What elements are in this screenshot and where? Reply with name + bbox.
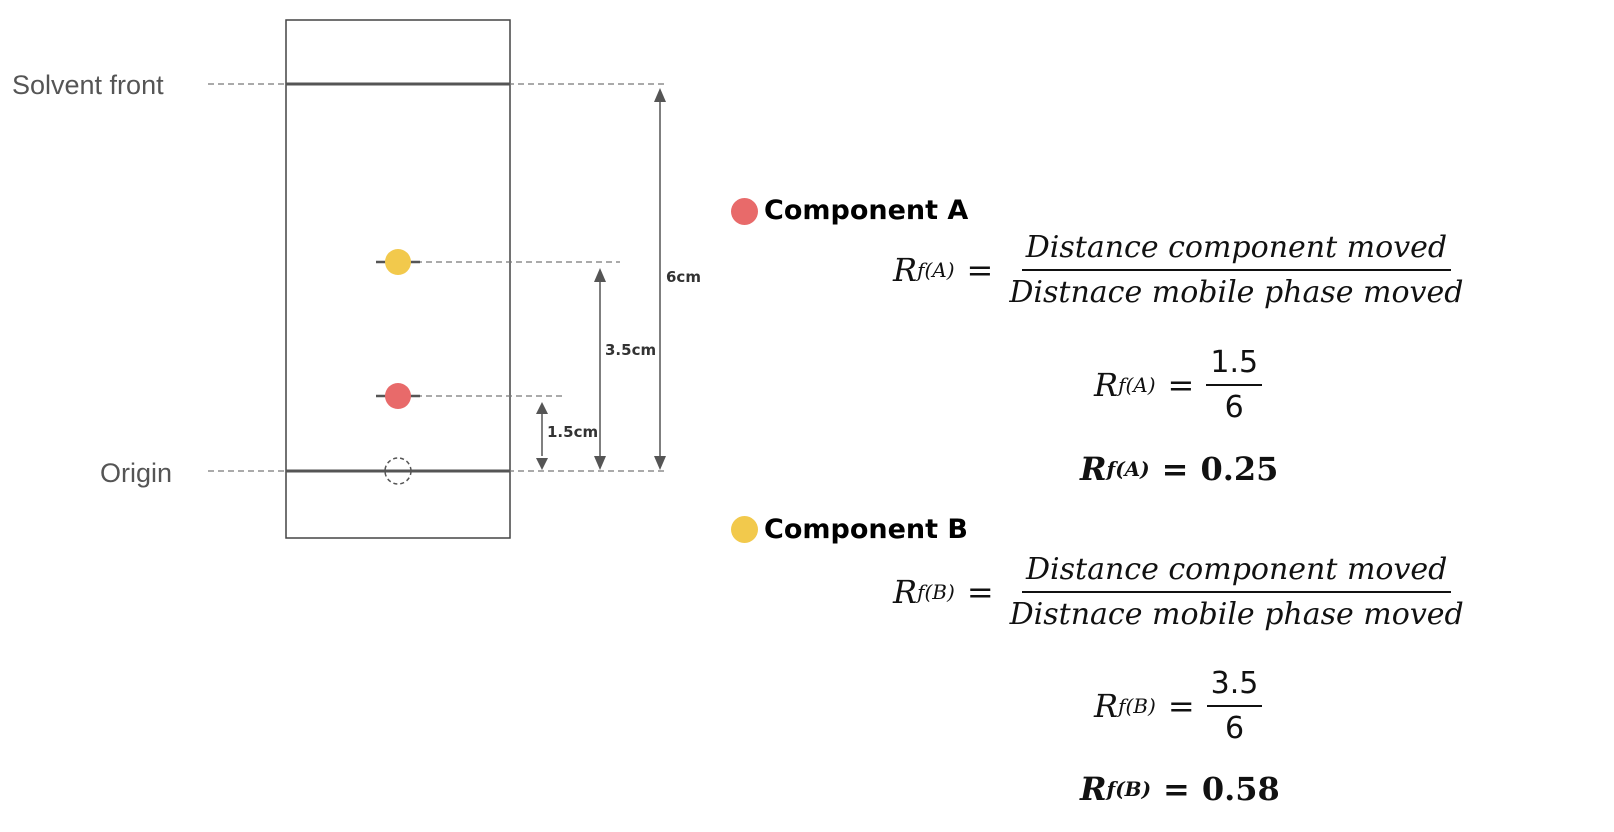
rf-subscript: f(B) [917,580,955,604]
tlc-plate-diagram: Solvent front Origin 1.5cm 3.5cm 6cm [12,19,701,539]
rf-definition-fraction: Distance component moved Distnace mobile… [1005,230,1467,310]
rf-subscript: f(A) [1106,457,1150,481]
equals-sign: = [966,573,994,611]
origin-label: Origin [100,458,172,488]
rf-symbol: R [893,573,918,611]
rf-value-fraction: 1.5 6 [1206,345,1263,425]
rf-subscript: f(B) [1118,694,1156,718]
equals-sign: = [1163,770,1190,808]
fraction-numerator: Distance component moved [1021,230,1452,271]
rf-result-value: 0.58 [1201,770,1280,808]
rf-symbol: R [1094,366,1119,404]
distance-label-a: 1.5cm [547,423,598,441]
equals-sign: = [1167,687,1195,725]
equals-sign: = [1161,450,1189,488]
component-b-legend-dot [731,516,758,543]
component-a-title: Component A [764,195,969,226]
fraction-denominator: 6 [1224,711,1245,746]
component-a-legend-dot [731,198,758,225]
tlc-plate [285,19,511,539]
rf-definition-fraction: Distance component moved Distnace mobile… [1006,552,1468,632]
component-a-spot [385,383,411,409]
rf-symbol: R [893,251,918,289]
fraction-numerator: Distance component moved [1021,552,1452,593]
rf-subscript: f(B) [1106,777,1152,801]
distance-arrow-b [594,268,606,470]
rf-symbol: R [1080,770,1107,808]
distance-label-solvent: 6cm [666,268,701,286]
equals-sign: = [966,251,994,289]
distance-arrow-a [536,402,548,470]
fraction-denominator: Distnace mobile phase moved [1009,597,1464,632]
fraction-denominator: 6 [1224,390,1244,425]
rf-subscript: f(A) [917,258,955,282]
rf-symbol: R [1094,687,1119,725]
rf-result-value: 0.25 [1200,450,1279,488]
fraction-numerator: 1.5 [1206,345,1263,386]
rf-value-fraction: 3.5 6 [1206,666,1263,746]
equals-sign: = [1167,366,1195,404]
component-b-title: Component B [764,514,969,545]
fraction-numerator: 3.5 [1206,666,1263,707]
rf-symbol: R [1080,450,1107,488]
distance-label-b: 3.5cm [605,341,656,359]
distance-arrow-solvent [654,88,666,470]
component-b-spot [385,249,411,275]
rf-subscript: f(A) [1118,373,1156,397]
origin-spot [384,457,412,485]
solvent-front-label: Solvent front [12,70,164,100]
fraction-denominator: Distnace mobile phase moved [1009,275,1464,310]
